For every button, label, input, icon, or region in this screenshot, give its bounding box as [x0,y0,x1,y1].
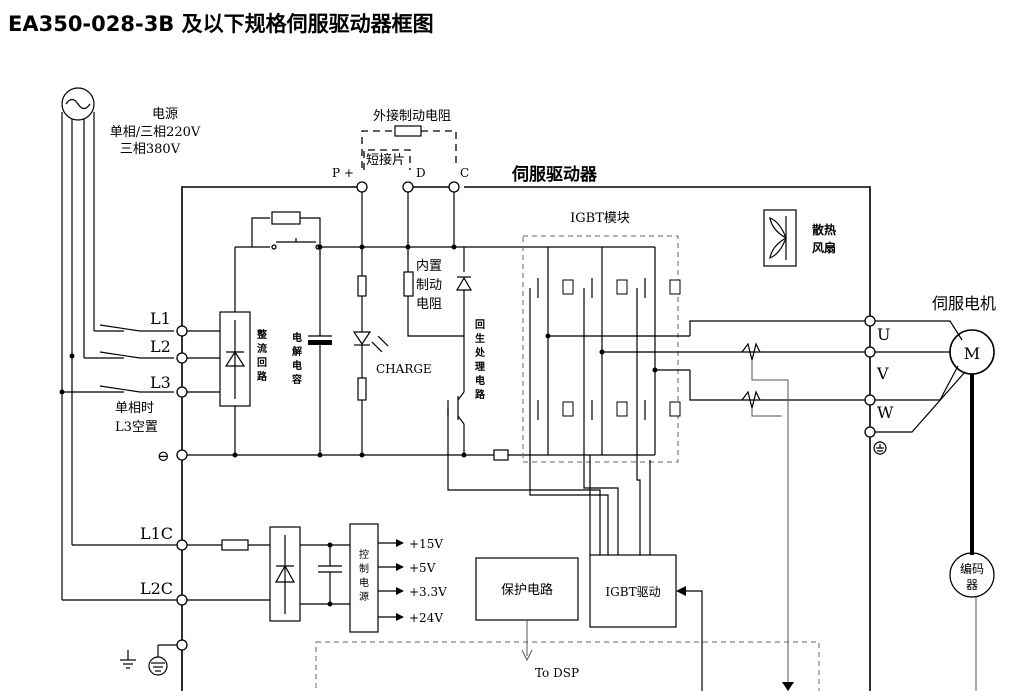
protection-circuit [475,557,579,621]
output-24v: +24V [409,611,443,625]
svg-text:流: 流 [257,342,267,355]
control-outputs [378,539,404,621]
terminal-p: P + [332,166,354,180]
ac-source [61,87,95,600]
fan-label-2: 风扇 [812,240,836,255]
cooling-fan [763,209,797,267]
motor-title: 伺服电机 [932,294,996,313]
svg-text:路: 路 [257,370,268,383]
output-15v: +15V [409,537,443,551]
node-l1c [176,539,188,551]
igbt-module-label: IGBT模块 [570,211,630,226]
node-l2 [176,352,188,364]
node-v [864,346,876,358]
igbt-driver [589,554,677,628]
charge-label: CHARGE [376,362,432,376]
drive-enclosure-right [464,186,871,691]
single-phase-note-2: L3空置 [115,420,158,435]
power-label-1: 电源 [152,107,178,122]
single-phase-note-1: 单相时 [115,401,154,416]
drive-title: 伺服驱动器 [511,164,598,185]
internal-label-2: 制动 [416,278,442,293]
terminal-minus: ⊖ [157,447,170,465]
node-l1 [176,325,188,337]
output-3v3: +3.3V [409,585,447,599]
svg-text:电: 电 [292,331,302,344]
power-label-2: 单相/三相220V [110,125,201,140]
terminal-w: W [877,403,894,422]
svg-text:回: 回 [257,357,267,369]
igbt-module [522,235,679,463]
encoder-label-1: 编码 [960,561,984,576]
node-u [864,315,876,327]
svg-text:理: 理 [475,361,485,373]
igbt-driver-label: IGBT驱动 [605,585,660,599]
terminal-l3: L3 [150,373,171,392]
svg-text:控: 控 [359,548,369,561]
node-minus [176,449,188,461]
rectifier-label: 整 流 回 路 [256,328,268,383]
fan-label-1: 散热 [812,222,836,237]
terminal-l1c: L1C [140,524,173,543]
svg-text:生: 生 [475,332,485,345]
current-shunt [493,449,509,461]
svg-text:解: 解 [292,345,302,358]
igbt-bridge [529,247,681,555]
protection-label: 保护电路 [501,582,553,598]
node-p [356,181,368,193]
node-l2c [176,594,188,606]
capacitor-label: 电 解 电 容 [291,331,302,386]
node-pe [864,426,876,438]
terminal-d: D [416,166,426,180]
input-switches [59,324,174,395]
node-w [864,394,876,406]
svg-text:整: 整 [256,328,267,341]
external-resistor-label: 外接制动电阻 [373,108,451,124]
internal-brake-resistor [403,271,414,297]
svg-text:电: 电 [292,359,302,372]
encoder-label-2: 器 [966,578,978,592]
terminal-u: U [877,325,890,344]
precharge-resistor [271,211,301,225]
svg-text:处: 处 [474,346,486,359]
node-ground [176,639,188,651]
control-power-label: 控 制 电 源 [359,548,369,603]
encoder [949,552,995,598]
control-power-supply [349,523,379,633]
svg-text:电: 电 [359,576,369,589]
to-dsp-label: To DSP [535,666,579,680]
svg-text:路: 路 [475,388,486,401]
output-5v: +5V [409,561,436,575]
power-label-3: 三相380V [120,142,181,157]
motor-symbol: M [964,344,980,363]
regen-label: 回 生 处 理 电 路 [474,319,486,401]
terminal-l2: L2 [150,337,171,356]
svg-text:回: 回 [475,319,485,331]
svg-text:制: 制 [359,562,369,575]
dsp-area [315,641,820,691]
node-l3 [176,386,188,398]
svg-text:电: 电 [475,374,485,387]
diagram-title: EA350-028-3B 及以下规格伺服驱动器框图 [8,12,434,36]
terminal-l1: L1 [150,309,171,328]
svg-text:容: 容 [291,373,302,386]
terminal-c: C [460,166,469,180]
terminal-l2c: L2C [140,579,173,598]
drive-enclosure-left [181,186,362,691]
ground-icon [148,656,168,676]
internal-label-1: 内置 [416,258,442,274]
svg-text:源: 源 [359,590,369,603]
node-d [402,181,414,193]
short-piece-label: 短接片 [366,152,405,168]
internal-label-3: 电阻 [416,297,442,312]
terminal-v: V [876,364,889,383]
node-c [448,181,460,193]
